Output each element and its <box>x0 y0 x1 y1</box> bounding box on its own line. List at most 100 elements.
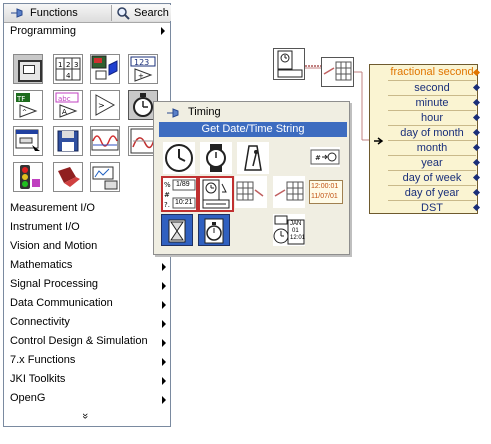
category-label: Measurement I/O <box>10 202 95 214</box>
seconds-to-date-time-icon[interactable] <box>235 176 267 208</box>
field-dst[interactable]: DST <box>388 200 476 215</box>
field-day-of-year[interactable]: day of year <box>388 185 476 200</box>
category-label: Control Design & Simulation <box>10 335 148 347</box>
time-stamp-date-label: 11/07/01 <box>311 193 338 200</box>
get-date-time-string-icon[interactable] <box>198 176 234 212</box>
submenu-arrow-icon <box>162 396 166 404</box>
category-label: Instrument I/O <box>10 221 80 233</box>
svg-text:abc: abc <box>58 95 71 103</box>
field-fractional-second[interactable]: fractional second <box>390 66 474 78</box>
structures-icon[interactable] <box>13 54 43 84</box>
search-icon <box>117 7 130 20</box>
category-list: Measurement I/O Instrument I/O Vision an… <box>10 199 170 408</box>
submenu-arrow-icon <box>162 263 166 271</box>
timing-palette: Timing Get Date/Time String # % #?. 1/89 … <box>153 101 350 255</box>
category-signal-processing[interactable]: Signal Processing <box>10 275 170 294</box>
get-date-time-seconds-icon[interactable]: JAN 01 12:01 <box>273 214 305 246</box>
application-control-icon[interactable] <box>13 162 43 192</box>
category-7x-functions[interactable]: 7.x Functions <box>10 351 170 370</box>
category-label: OpenG <box>10 392 46 404</box>
date-time-to-seconds-icon[interactable] <box>273 176 305 208</box>
search-label: Search <box>134 7 169 19</box>
category-openg[interactable]: OpenG <box>10 389 170 408</box>
time-delay-icon[interactable] <box>161 214 193 246</box>
unbundle-by-name-node[interactable]: fractional second second minute hour day… <box>369 64 481 215</box>
format-date-label: 1/89 <box>176 181 190 188</box>
functions-palette-title: Functions <box>30 7 78 19</box>
numeric-icon[interactable]: 123+ <box>128 54 158 84</box>
tick-count-icon[interactable] <box>163 142 195 174</box>
category-label: Signal Processing <box>10 278 99 290</box>
field-second[interactable]: second <box>388 80 476 95</box>
boolean-icon[interactable]: TF^ <box>13 90 43 120</box>
submenu-arrow-icon <box>161 27 165 35</box>
field-month[interactable]: month <box>388 140 476 155</box>
svg-text:A: A <box>62 108 67 116</box>
seconds-to-date-time-node[interactable] <box>321 57 354 87</box>
category-jki-toolkits[interactable]: JKI Toolkits <box>10 370 170 389</box>
wait-until-next-multiple-icon[interactable] <box>237 142 269 174</box>
svg-text:>: > <box>98 101 105 110</box>
format-date-time-string-icon[interactable]: % #?. 1/89 10:21 <box>161 176 198 212</box>
svg-text:4: 4 <box>66 72 71 80</box>
comparison-icon[interactable]: > <box>90 90 120 120</box>
svg-text:2: 2 <box>66 61 70 69</box>
cluster-icon[interactable] <box>90 54 120 84</box>
category-programming[interactable]: Programming <box>10 25 165 39</box>
submenu-arrow-icon <box>162 282 166 290</box>
time-constant-icon[interactable]: # <box>310 147 340 167</box>
functions-palette-titlebar[interactable]: Functions Search <box>4 4 171 23</box>
category-label: 7.x Functions <box>10 354 76 366</box>
svg-text:%: % <box>164 181 171 189</box>
file-io-icon[interactable] <box>53 126 83 156</box>
category-label: Connectivity <box>10 316 70 328</box>
submenu-arrow-icon <box>162 320 166 328</box>
elapsed-time-icon[interactable] <box>198 214 230 246</box>
field-hour[interactable]: hour <box>388 110 476 125</box>
graphics-sound-icon[interactable] <box>90 162 120 192</box>
synchronization-icon[interactable] <box>53 162 83 192</box>
submenu-arrow-icon <box>162 339 166 347</box>
svg-text:+: + <box>138 72 144 80</box>
category-data-communication[interactable]: Data Communication <box>10 294 170 313</box>
tooltip: Get Date/Time String <box>159 122 347 137</box>
svg-text:^: ^ <box>22 109 27 116</box>
category-control-design-simulation[interactable]: Control Design & Simulation <box>10 332 170 351</box>
search-button[interactable]: Search <box>111 5 171 21</box>
field-day-of-week[interactable]: day of week <box>388 170 476 185</box>
dialog-user-interface-icon[interactable] <box>13 126 43 156</box>
thumbtack-icon[interactable] <box>10 7 24 19</box>
timing-palette-title: Timing <box>188 106 221 118</box>
waveform-icon[interactable] <box>90 126 120 156</box>
thumbtack-icon[interactable] <box>166 107 180 119</box>
svg-text:?.: ?. <box>164 201 170 209</box>
svg-text:#: # <box>164 191 170 199</box>
get-secs-time-label: 12:01 <box>290 235 306 241</box>
time-stamp-time-label: 12:00:01 <box>311 183 339 190</box>
time-stamp-constant-icon[interactable]: 12:00:01 11/07/01 <box>309 180 343 204</box>
format-time-label: 10:21 <box>175 199 193 206</box>
unbundle-input-arrow-icon <box>374 137 384 145</box>
category-label: Data Communication <box>10 297 113 309</box>
submenu-arrow-icon <box>162 358 166 366</box>
field-year[interactable]: year <box>388 155 476 170</box>
get-date-time-seconds-node[interactable] <box>273 48 305 80</box>
wait-ms-icon[interactable] <box>200 142 232 174</box>
category-label: Mathematics <box>10 259 73 271</box>
category-connectivity[interactable]: Connectivity <box>10 313 170 332</box>
svg-text:3: 3 <box>74 61 78 69</box>
get-secs-day-label: 01 <box>292 228 299 234</box>
category-label: Vision and Motion <box>10 240 98 252</box>
category-programming-label: Programming <box>10 25 77 37</box>
field-minute[interactable]: minute <box>388 95 476 110</box>
category-mathematics[interactable]: Mathematics <box>10 256 170 275</box>
field-day-of-month[interactable]: day of month <box>388 125 476 140</box>
submenu-arrow-icon <box>162 377 166 385</box>
svg-text:#: # <box>315 154 321 162</box>
submenu-arrow-icon <box>162 301 166 309</box>
